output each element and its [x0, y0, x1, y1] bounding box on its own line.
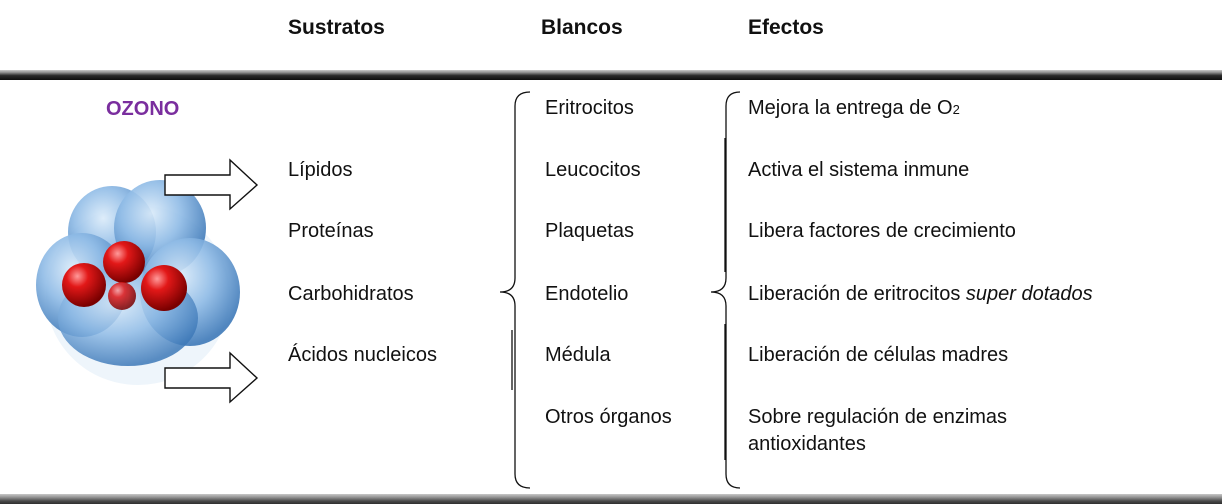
bottom-rule: [0, 494, 1222, 504]
sustrato-proteinas: Proteínas: [288, 220, 374, 242]
ozone-molecule-image: [36, 180, 240, 385]
efecto-mejora-entrega-o2: Mejora la entrega de O2: [748, 96, 960, 122]
efecto-liberacion-eritrocitos: Liberación de eritrocitos super dotados: [748, 282, 1093, 306]
efecto-sobre-regulacion-line1: Sobre regulación de enzimas: [748, 406, 1008, 428]
efecto-liberacion-celulas-madres: Liberación de células madres: [748, 344, 1009, 366]
sustrato-lipidos: Lípidos: [288, 159, 353, 181]
blanco-plaquetas: Plaquetas: [545, 220, 634, 242]
sustrato-acidos-nucleicos: Ácidos nucleicos: [288, 344, 437, 366]
arrow-right-icon: [164, 351, 259, 404]
header-sustratos: Sustratos: [288, 16, 385, 39]
header-blancos: Blancos: [541, 16, 623, 39]
top-rule: [0, 70, 1222, 80]
efecto-super-dotados: super dotados: [965, 283, 1093, 305]
blanco-eritrocitos: Eritrocitos: [545, 97, 634, 119]
header-efectos: Efectos: [748, 16, 824, 39]
brace-blancos: [499, 91, 531, 489]
brace-efectos: [710, 91, 741, 489]
sustrato-carbohidratos: Carbohidratos: [288, 283, 414, 305]
subscript-2: 2: [952, 102, 960, 117]
efecto-mejora-text: Mejora la entrega de O: [748, 97, 953, 119]
efecto-liberacion-eritrocitos-text: Liberación de eritrocitos: [748, 283, 966, 305]
efecto-activa-sistema-inmune: Activa el sistema inmune: [748, 159, 970, 181]
efecto-sobre-regulacion-line2: antioxidantes: [748, 433, 866, 455]
arrow-right-icon: [164, 158, 259, 211]
efecto-libera-factores: Libera factores de crecimiento: [748, 220, 1016, 242]
blanco-otros-organos: Otros órganos: [545, 406, 672, 428]
blanco-leucocitos: Leucocitos: [545, 159, 641, 181]
blanco-medula: Médula: [545, 344, 611, 366]
blanco-endotelio: Endotelio: [545, 283, 629, 305]
ozono-label: OZONO: [106, 98, 180, 120]
